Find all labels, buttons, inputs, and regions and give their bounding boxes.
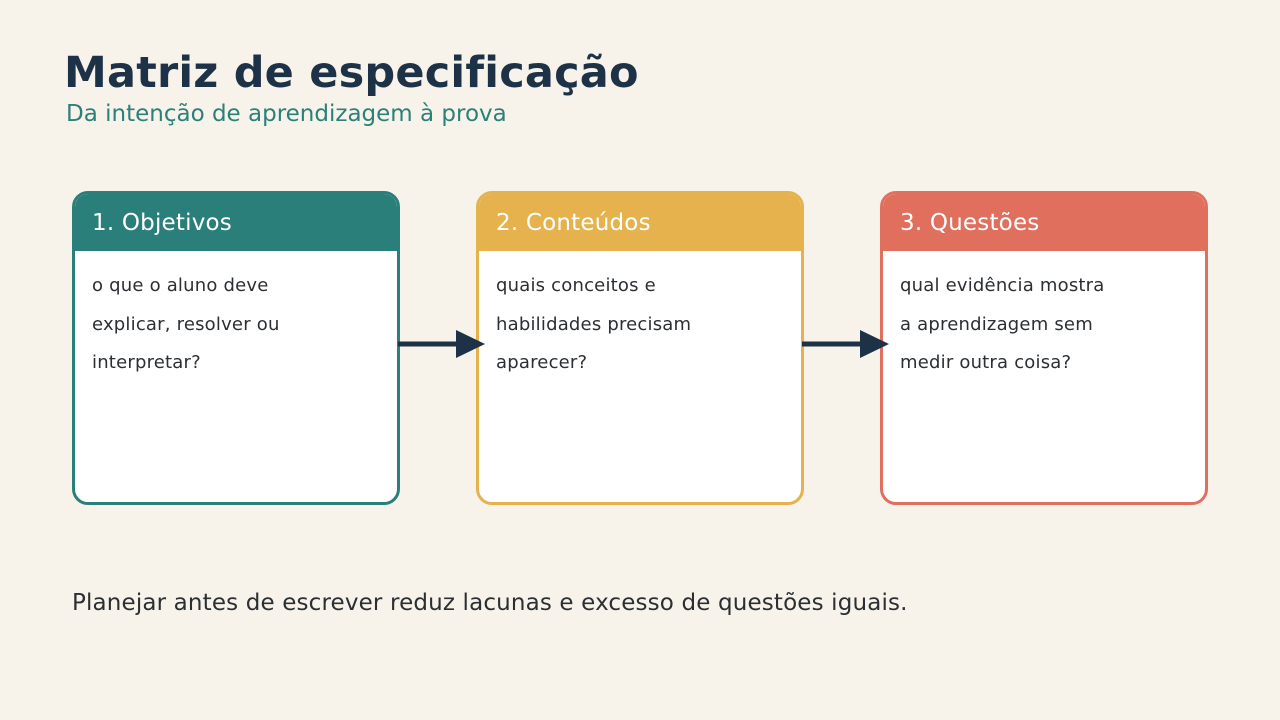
arrow-conteudos-to-questoes [802,330,889,358]
card-questoes-line-2: a aprendizagem sem [900,313,1093,335]
card-objetivos-line-1: o que o aluno deve [92,275,269,296]
card-conteudos-line-2: habilidades precisam [496,313,692,335]
card-questoes-body: qual evidência mostra a aprendizagem sem… [883,251,1205,383]
card-objetivos-header: 1. Objetivos [75,194,397,251]
card-conteudos-line-3: aparecer? [496,352,588,373]
arrow-objetivos-to-conteudos [398,330,485,358]
card-questoes: 3. Questões qual evidência mostra a apre… [880,191,1208,505]
card-conteudos-line-1: quais conceitos e [496,275,656,296]
page-title: Matriz de especificação [64,48,639,98]
card-questoes-header: 3. Questões [883,194,1205,251]
card-conteudos-header: 2. Conteúdos [479,194,801,251]
card-objetivos: 1. Objetivos o que o aluno deve explicar… [72,191,400,505]
card-conteudos-body: quais conceitos e habilidades precisam a… [479,251,801,383]
page-subtitle: Da intenção de aprendizagem à prova [66,101,507,127]
card-questoes-line-3: medir outra coisa? [900,352,1072,373]
card-objetivos-line-2: explicar, resolver ou [92,313,280,335]
card-questoes-line-1: qual evidência mostra [900,275,1105,296]
card-conteudos: 2. Conteúdos quais conceitos e habilidad… [476,191,804,505]
card-objetivos-line-3: interpretar? [92,352,201,373]
card-objetivos-body: o que o aluno deve explicar, resolver ou… [75,251,397,383]
footer-note: Planejar antes de escrever reduz lacunas… [72,590,908,616]
